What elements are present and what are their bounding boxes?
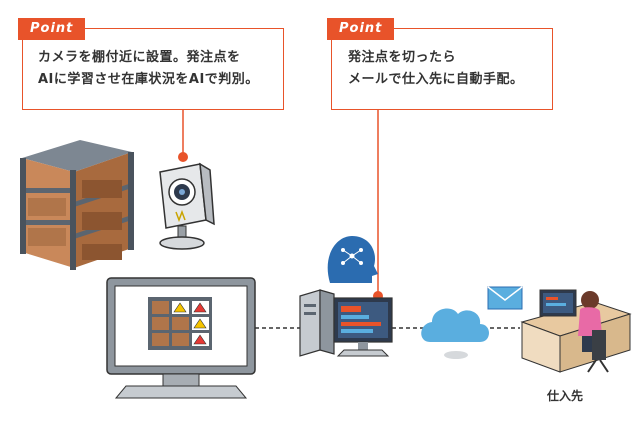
cloud-icon <box>421 308 489 359</box>
warehouse-shelf-icon <box>20 140 134 270</box>
camera-icon <box>159 162 215 250</box>
ai-brain-icon <box>327 236 378 283</box>
server-pc-icon <box>299 289 393 357</box>
callout-camera-point <box>22 28 284 110</box>
callout-2-line-2: メールで仕入先に自動手配。 <box>348 72 524 87</box>
callout-1-line-2: AIに学習させ在庫状況をAIで判別。 <box>38 72 259 87</box>
callout-1-dot <box>178 152 188 162</box>
mail-icon <box>487 286 523 310</box>
callout-1-line-1: カメラを棚付近に設置。発注点を <box>38 50 241 65</box>
callout-2-tag: Point <box>327 18 395 40</box>
monitor-icon <box>106 277 256 399</box>
callout-mail-point <box>331 28 553 110</box>
callout-1-tag: Point <box>18 18 86 40</box>
callout-2-line-1: 発注点を切ったら <box>348 50 457 65</box>
supplier-label: 仕入先 <box>547 389 584 403</box>
supplier-workstation-icon <box>520 289 632 373</box>
